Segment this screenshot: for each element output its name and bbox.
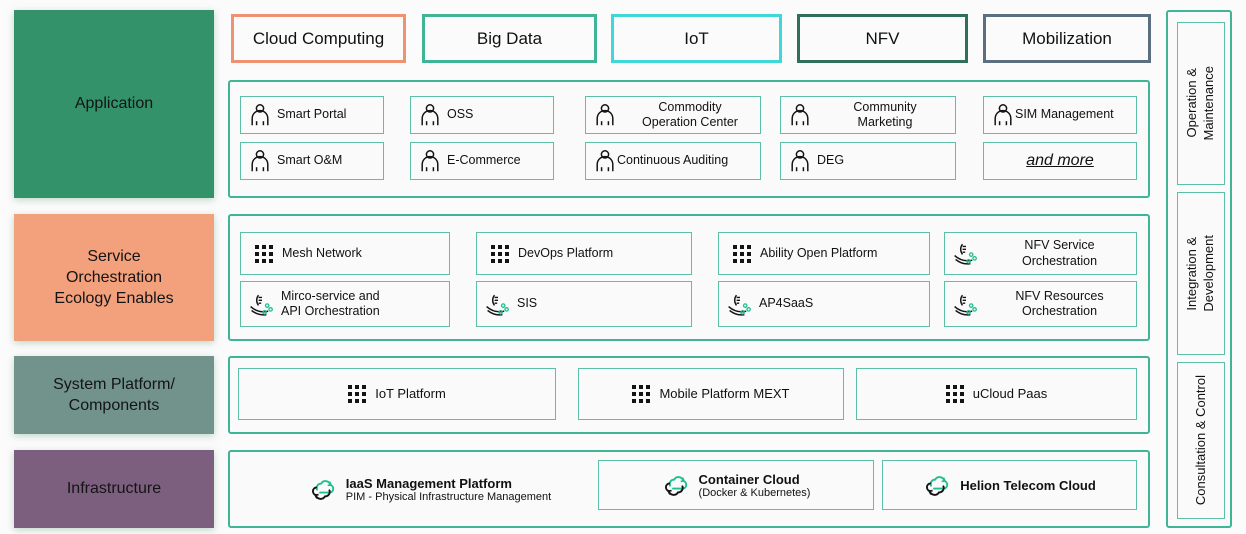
dot-grid-icon: [348, 385, 367, 403]
infrastructure-item-helion-telecom-cloud[interactable]: Helion Telecom Cloud: [882, 460, 1137, 510]
service-orchestration-item-nfv-resources-orchestration[interactable]: NFV Resources Orchestration: [944, 281, 1137, 327]
layer-label-text: Application: [74, 95, 154, 113]
side-rail-item-operation-maintenance[interactable]: Operation & Maintenance: [1177, 22, 1225, 185]
application-item-label: OSS: [447, 107, 474, 122]
side-rail-label: Consultation & Control: [1192, 375, 1208, 506]
application-item-community-marketing[interactable]: Community Marketing: [780, 96, 956, 134]
application-item-label: Smart Portal: [277, 107, 347, 122]
layer-label-text: Infrastructure: [66, 480, 162, 498]
layer-label-text: System Platform/ Components: [53, 375, 175, 414]
person-icon: [251, 104, 269, 126]
infrastructure-item-subtitle: PIM - Physical Infrastructure Management: [345, 490, 552, 503]
category-chip-label: Cloud Computing: [252, 28, 385, 48]
service-orchestration-item-label: AP4SaaS: [759, 296, 814, 311]
application-item-continuous-auditing[interactable]: Continuous Auditing: [585, 142, 761, 180]
cloud-sync-icon: [926, 476, 949, 496]
person-icon: [791, 150, 809, 172]
category-chip-label: Big Data: [476, 28, 543, 48]
application-item-label: E-Commerce: [447, 153, 521, 168]
system-platform-item-label: uCloud Paas: [972, 386, 1048, 402]
category-chip-label: Mobilization: [1022, 28, 1112, 48]
service-orchestration-item-label: DevOps Platform: [518, 245, 614, 260]
infrastructure-item-title: IaaS Management Platform: [345, 475, 512, 491]
dot-grid-icon: [632, 385, 651, 403]
orchestration-icon: [728, 294, 751, 316]
application-item-label: and more: [1026, 152, 1094, 170]
category-chip-label: NFV: [865, 28, 900, 48]
category-chip-big-data[interactable]: Big Data: [422, 14, 597, 63]
system-platform-item-label: Mobile Platform MEXT: [659, 386, 790, 402]
application-item-smart-portal[interactable]: Smart Portal: [240, 96, 384, 134]
system-platform-item-ucloud-paas[interactable]: uCloud Paas: [856, 368, 1137, 420]
orchestration-icon: [954, 294, 977, 316]
cloud-sync-icon: [664, 476, 687, 496]
category-chip-nfv[interactable]: NFV: [797, 14, 968, 63]
dot-grid-icon: [255, 244, 273, 263]
application-item-commodity-operation-center[interactable]: Commodity Operation Center: [585, 96, 761, 134]
person-icon: [251, 150, 269, 172]
application-item-and-more[interactable]: and more: [983, 142, 1137, 180]
infrastructure-item-title: Container Cloud: [698, 471, 800, 487]
service-orchestration-item-label: SIS: [517, 296, 538, 311]
dot-grid-icon: [491, 244, 509, 263]
application-item-label: Continuous Auditing: [617, 153, 729, 168]
application-item-e-commerce[interactable]: E-Commerce: [410, 142, 554, 180]
system-platform-item-mobile-platform-mext[interactable]: Mobile Platform MEXT: [578, 368, 844, 420]
layer-label-text: Service Orchestration Ecology Enables: [54, 247, 174, 308]
service-orchestration-item-ability-open-platform[interactable]: Ability Open Platform: [718, 232, 930, 275]
application-item-label: SIM Management: [1015, 107, 1114, 122]
service-orchestration-item-nfv-service-orchestration[interactable]: NFV Service Orchestration: [944, 232, 1137, 275]
person-icon: [421, 150, 439, 172]
person-icon: [994, 104, 1012, 126]
application-item-sim-management[interactable]: SIM Management: [983, 96, 1137, 134]
system-platform-item-label: IoT Platform: [375, 386, 446, 402]
orchestration-icon: [486, 294, 509, 316]
application-item-label: Commodity Operation Center: [642, 99, 738, 129]
category-chip-iot[interactable]: IoT: [611, 14, 782, 63]
service-orchestration-item-sis[interactable]: SIS: [476, 281, 692, 327]
layer-label-application: Application: [14, 10, 214, 198]
service-orchestration-item-label: Mirco-service and API Orchestration: [281, 288, 380, 318]
application-item-label: Smart O&M: [277, 153, 343, 168]
system-platform-item-iot-platform[interactable]: IoT Platform: [238, 368, 556, 420]
service-orchestration-item-ap4saas[interactable]: AP4SaaS: [718, 281, 930, 327]
service-orchestration-item-mesh-network[interactable]: Mesh Network: [240, 232, 450, 275]
layer-label-service-orchestration: Service Orchestration Ecology Enables: [14, 214, 214, 341]
side-rail-item-integration-development[interactable]: Integration & Development: [1177, 192, 1225, 355]
side-rail-label: Operation & Maintenance: [1184, 66, 1216, 141]
dot-grid-icon: [945, 385, 964, 403]
infrastructure-item-container-cloud[interactable]: Container Cloud(Docker & Kubernetes): [598, 460, 874, 510]
infrastructure-item-subtitle: (Docker & Kubernetes): [698, 486, 811, 499]
layer-label-system-platform: System Platform/ Components: [14, 356, 214, 434]
person-icon: [596, 150, 614, 172]
service-orchestration-item-label: Ability Open Platform: [760, 245, 878, 260]
application-item-label: Community Marketing: [853, 99, 917, 129]
person-icon: [421, 104, 439, 126]
category-chip-cloud-computing[interactable]: Cloud Computing: [231, 14, 406, 63]
cloud-sync-icon: [311, 480, 334, 500]
service-orchestration-item-label: NFV Service Orchestration: [1021, 238, 1098, 268]
side-rail: Operation & Maintenance Integration & De…: [1166, 10, 1232, 528]
service-orchestration-item-devops-platform[interactable]: DevOps Platform: [476, 232, 692, 275]
orchestration-icon: [954, 243, 977, 265]
person-icon: [596, 104, 614, 126]
application-item-oss[interactable]: OSS: [410, 96, 554, 134]
orchestration-icon: [250, 294, 273, 316]
category-chip-mobilization[interactable]: Mobilization: [983, 14, 1151, 63]
application-item-smart-o-m[interactable]: Smart O&M: [240, 142, 384, 180]
layer-label-infrastructure: Infrastructure: [14, 450, 214, 528]
infrastructure-item-title: Helion Telecom Cloud: [960, 477, 1096, 493]
application-item-label: DEG: [817, 153, 845, 168]
person-icon: [791, 104, 809, 126]
dot-grid-icon: [733, 244, 751, 263]
category-chip-label: IoT: [684, 28, 709, 48]
service-orchestration-item-mirco-service-and-api-orchestration[interactable]: Mirco-service and API Orchestration: [240, 281, 450, 327]
side-rail-item-consultation-control[interactable]: Consultation & Control: [1177, 362, 1225, 519]
application-item-deg[interactable]: DEG: [780, 142, 956, 180]
service-orchestration-item-label: NFV Resources Orchestration: [1015, 288, 1104, 318]
side-rail-label: Integration & Development: [1184, 235, 1216, 312]
service-orchestration-item-label: Mesh Network: [282, 245, 362, 260]
